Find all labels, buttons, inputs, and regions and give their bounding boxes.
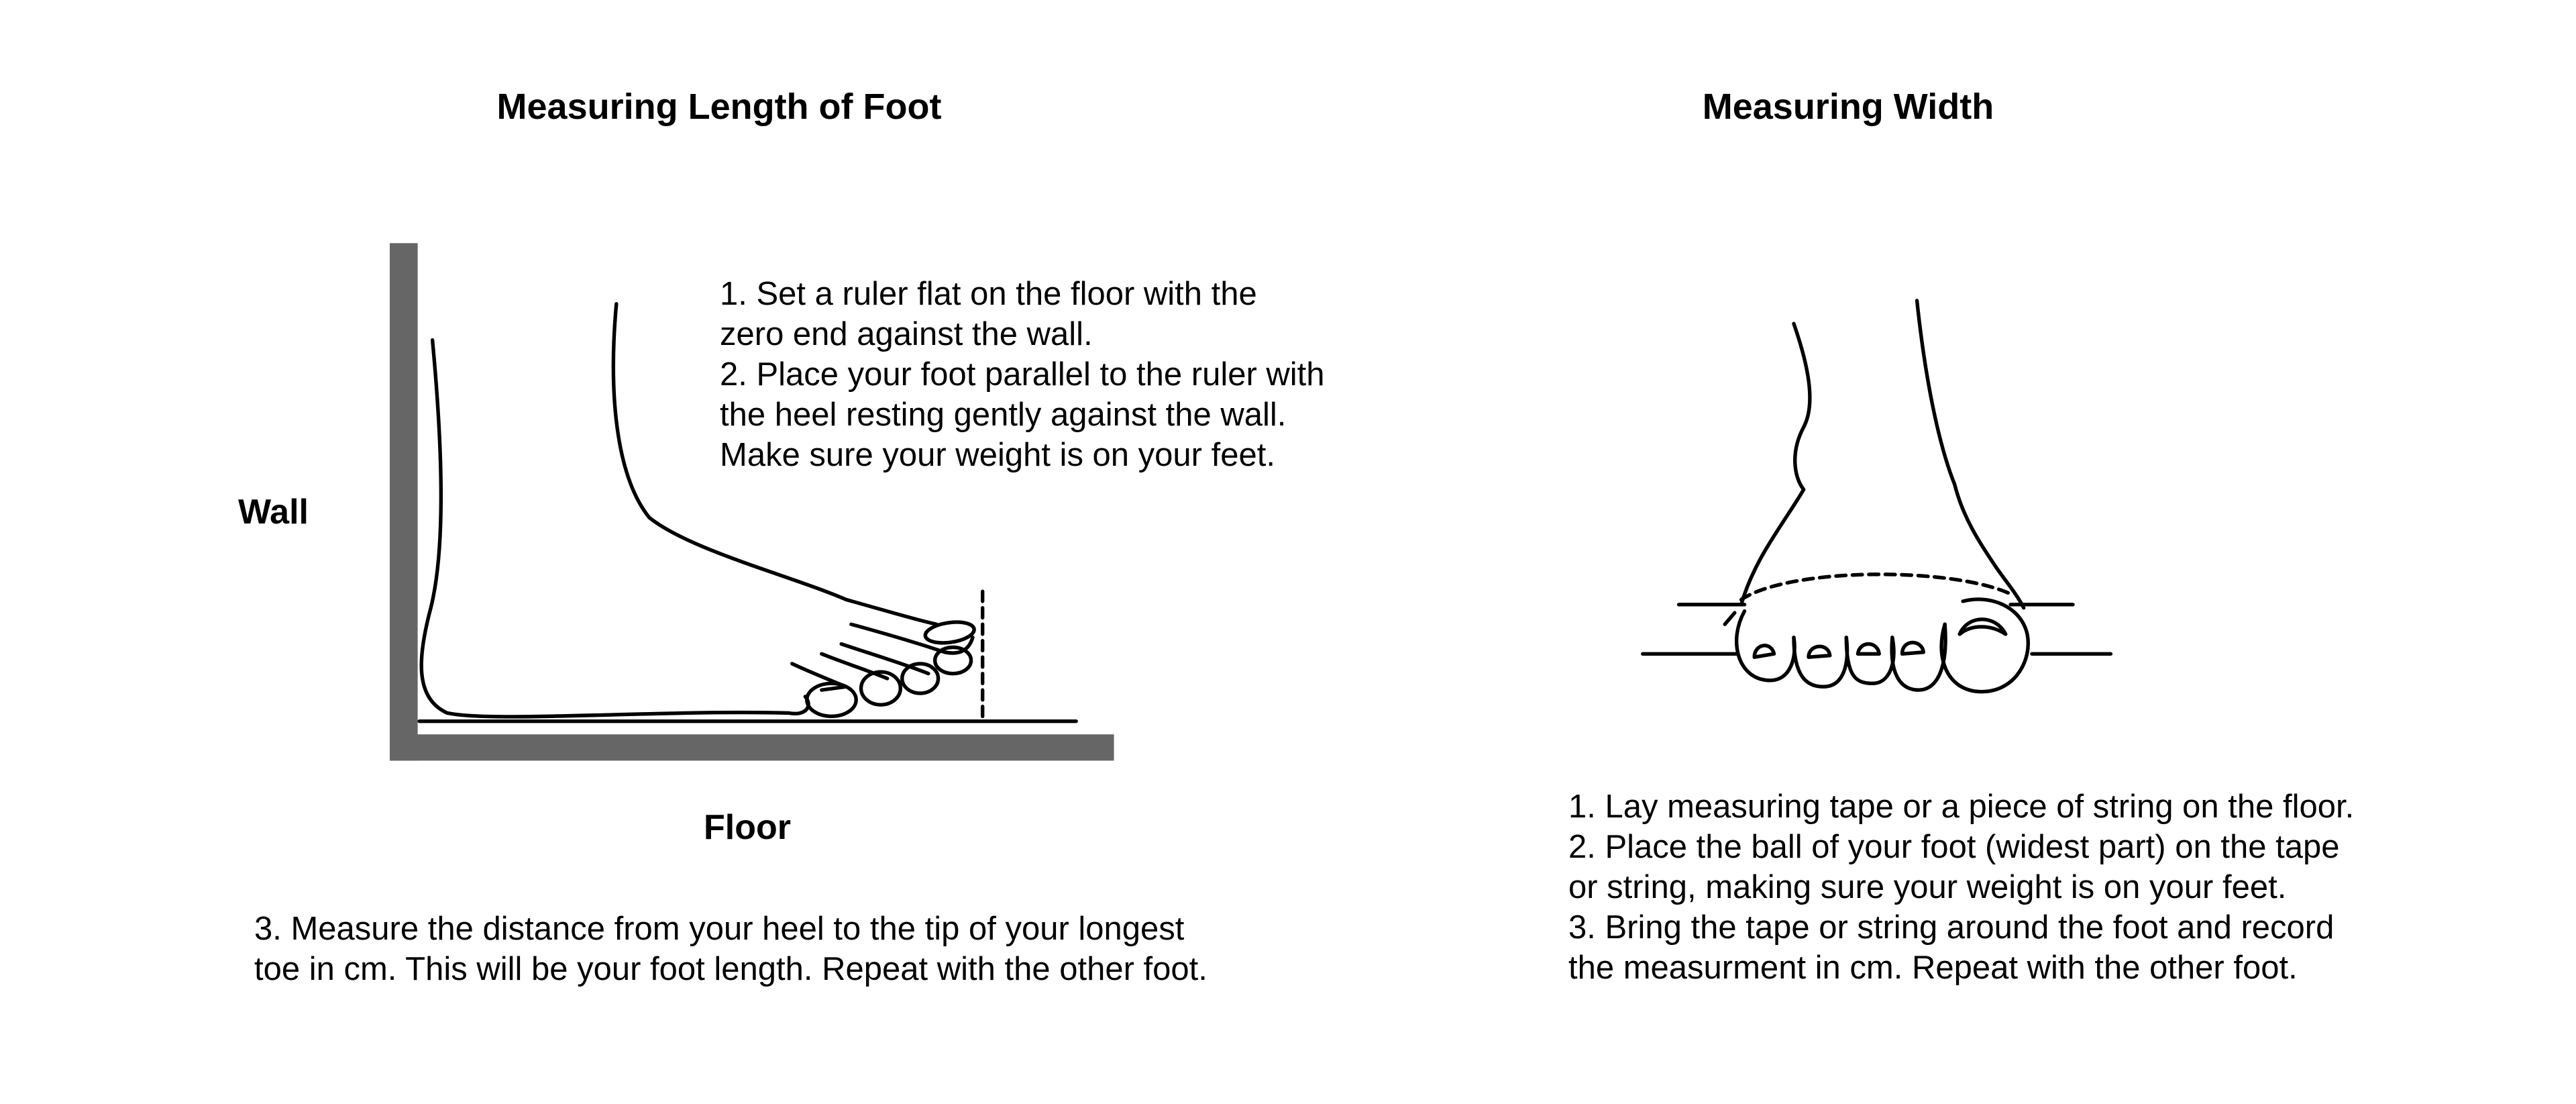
step-line: 2. Place the ball of your foot (widest p… <box>1568 829 2340 865</box>
step-line: Make sure your weight is on your feet. <box>720 437 1275 473</box>
step-line: 1. Set a ruler flat on the floor with th… <box>720 276 1257 312</box>
step-line: 3. Bring the tape or string around the f… <box>1568 909 2334 946</box>
length-section-title: Measuring Length of Foot <box>496 87 942 127</box>
width-steps: 1. Lay measuring tape or a piece of stri… <box>1568 787 2354 988</box>
length-steps-top: 1. Set a ruler flat on the floor with th… <box>720 274 1325 475</box>
step-line: zero end against the wall. <box>720 316 1093 352</box>
wall-bar <box>389 243 418 761</box>
side-foot-illustration <box>417 302 1078 723</box>
wall-and-floor <box>389 243 1114 761</box>
floor-bar <box>389 734 1114 761</box>
floor-label: Floor <box>704 808 791 847</box>
step-line: 2. Place your foot parallel to the ruler… <box>720 356 1325 393</box>
step-line: 3. Measure the distance from your heel t… <box>254 911 1185 947</box>
step-line: toe in cm. This will be your foot length… <box>254 951 1208 987</box>
front-foot-illustration <box>1641 299 2113 694</box>
step-line: 1. Lay measuring tape or a piece of stri… <box>1568 789 2355 825</box>
length-steps-bottom: 3. Measure the distance from your heel t… <box>254 909 1208 989</box>
step-line: the heel resting gently against the wall… <box>720 397 1287 433</box>
step-line: or string, making sure your weight is on… <box>1568 869 2287 905</box>
step-line: the measurment in cm. Repeat with the ot… <box>1568 950 2298 986</box>
wall-label: Wall <box>238 493 309 532</box>
width-section-title: Measuring Width <box>1702 87 1994 127</box>
